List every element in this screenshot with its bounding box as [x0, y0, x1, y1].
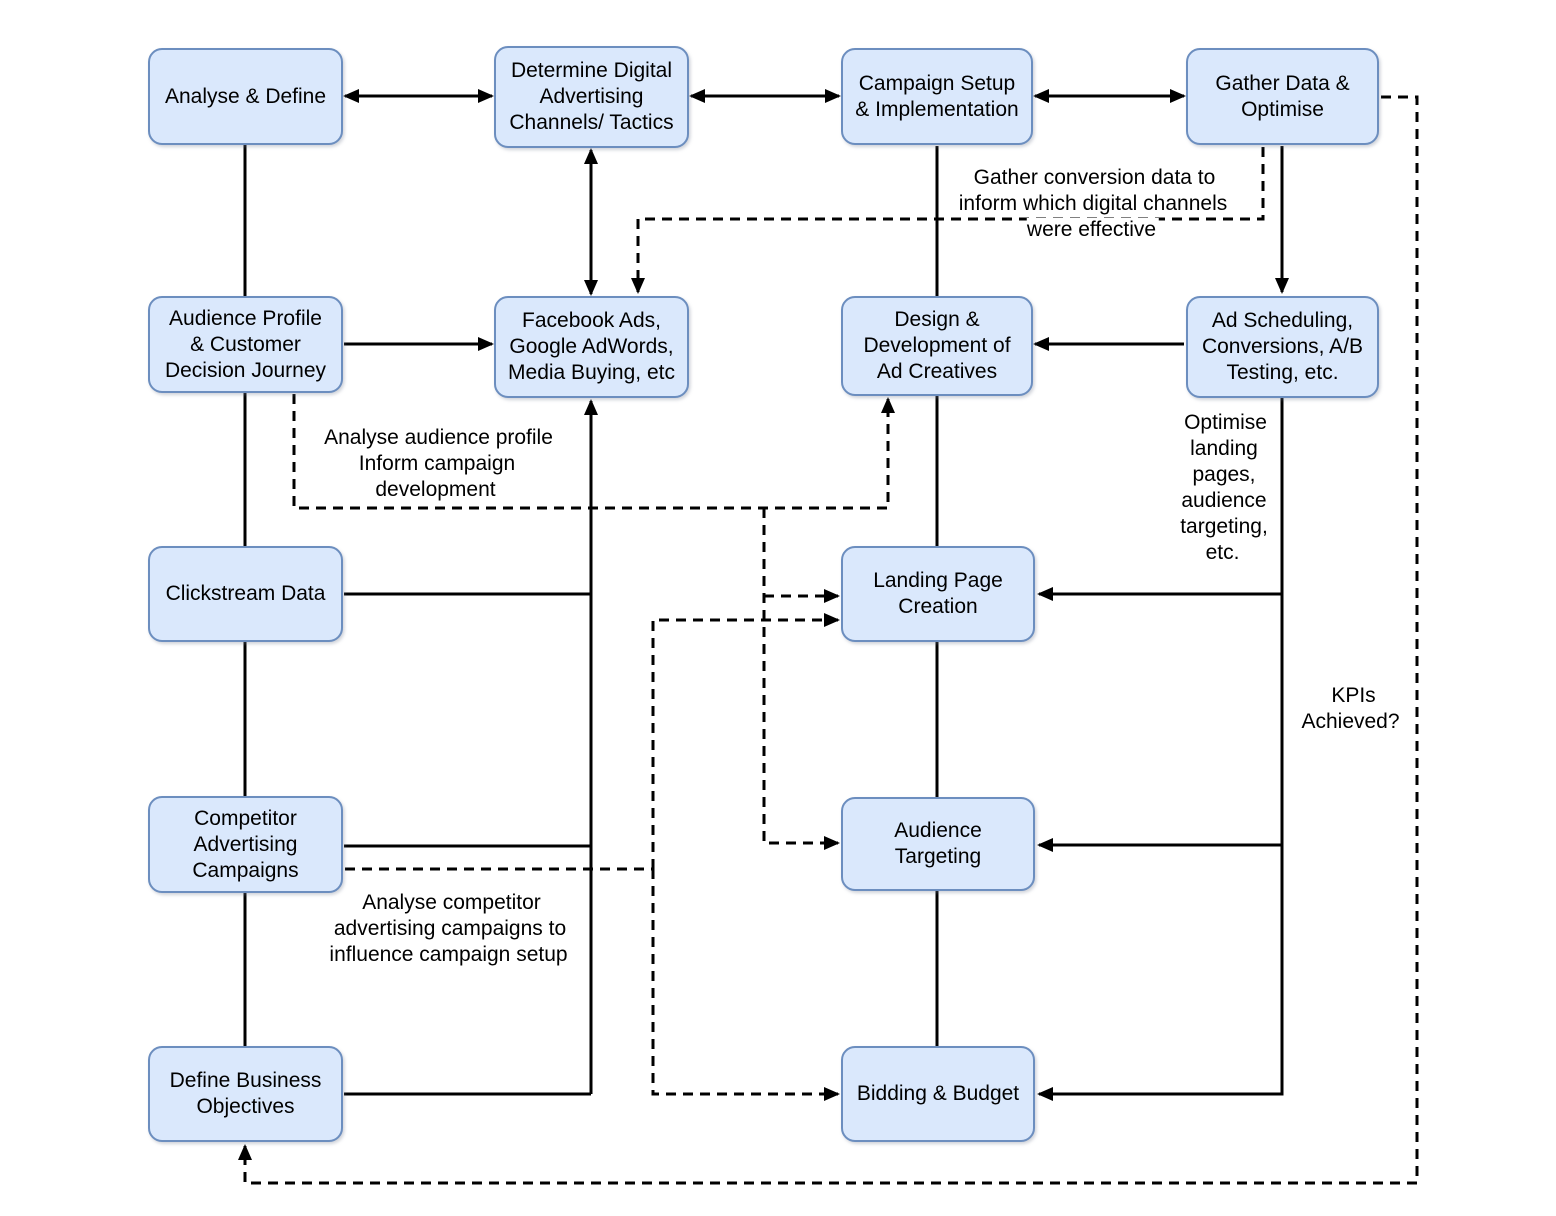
node-design-development: Design & Development of Ad Creatives — [841, 296, 1033, 396]
annotation-optimise-landing: Optimise landing pages, audience targeti… — [1180, 411, 1268, 564]
annotation-kpis-achieved: KPIs Achieved? — [1301, 683, 1403, 735]
node-clickstream-data: Clickstream Data — [148, 546, 343, 642]
annotation-analyse-competitor: Analyse competitor advertising campaigns… — [329, 890, 571, 968]
node-landing-page: Landing Page Creation — [841, 546, 1035, 642]
annotation-analyse-audience: Analyse audience profile Inform campaign… — [321, 425, 553, 503]
edge-dashed-competitor-bidding — [651, 869, 840, 1101]
node-audience-targeting: Audience Targeting — [841, 797, 1035, 891]
node-facebook-ads: Facebook Ads, Google AdWords, Media Buyi… — [494, 296, 689, 398]
node-bidding-budget: Bidding & Budget — [841, 1046, 1035, 1142]
node-label: Ad Scheduling, Conversions, A/B Testing,… — [1201, 309, 1364, 384]
node-competitor-campaigns: Competitor Advertising Campaigns — [148, 796, 343, 893]
annotation-gather-conversion: Gather conversion data to inform which d… — [958, 166, 1228, 241]
edge-dashed-audprofile-audtargeting — [762, 508, 840, 850]
node-label: Facebook Ads, Google AdWords, Media Buyi… — [508, 309, 675, 384]
node-analyse-define: Analyse & Define — [148, 48, 343, 145]
node-define-business: Define Business Objectives — [148, 1046, 343, 1142]
edge-dashed-audprofile-design — [292, 394, 895, 510]
node-ad-scheduling: Ad Scheduling, Conversions, A/B Testing,… — [1186, 296, 1379, 398]
node-label: Campaign Setup & Implementation — [855, 71, 1019, 121]
node-label: Clickstream Data — [165, 582, 326, 605]
edge-adscheduling-bidding — [1037, 398, 1284, 1101]
node-label: Landing Page Creation — [873, 569, 1003, 618]
edge-dashed-kpis-loop — [238, 95, 1419, 1185]
node-label: Determine Digital Advertising Channels/ … — [509, 59, 674, 134]
node-determine-digital: Determine Digital Advertising Channels/ … — [494, 46, 689, 148]
node-label: Analyse & Define — [164, 84, 327, 108]
node-audience-profile: Audience Profile & Customer Decision Jou… — [148, 296, 343, 393]
node-label: Competitor Advertising Campaigns — [192, 806, 299, 882]
node-label: Define Business Objectives — [169, 1069, 322, 1118]
node-label: Audience Profile & Customer Decision Jou… — [164, 306, 327, 382]
node-label: Bidding & Budget — [856, 1082, 1020, 1105]
node-label: Design & Development of Ad Creatives — [863, 308, 1011, 383]
node-label: Audience Targeting — [894, 819, 982, 868]
edge-dashed-competitor-landing — [651, 613, 840, 869]
node-campaign-setup: Campaign Setup & Implementation — [841, 48, 1033, 145]
node-gather-data: Gather Data & Optimise — [1186, 48, 1379, 145]
node-label: Gather Data & Optimise — [1215, 71, 1350, 121]
edge-dashed-gather-facebook — [631, 147, 1265, 294]
